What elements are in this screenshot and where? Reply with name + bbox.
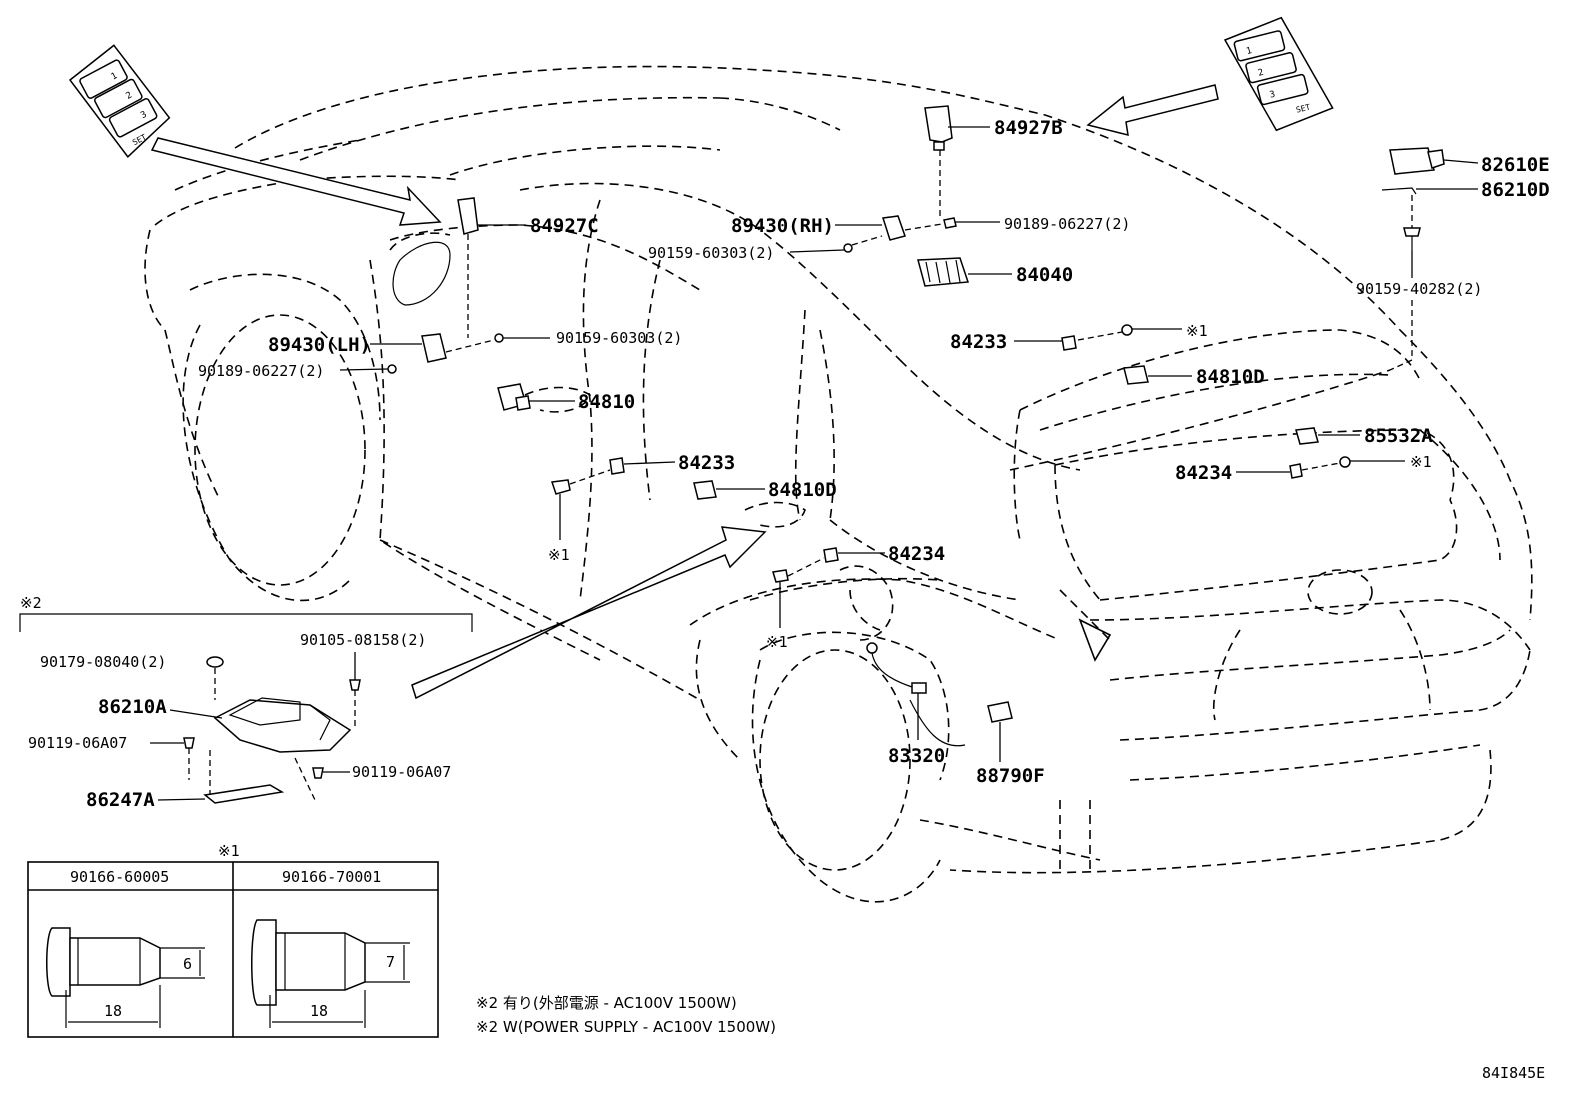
vehicle-outline: [144, 65, 1533, 903]
note-japanese: ※2 有り(外部電源 - AC100V 1500W): [476, 994, 737, 1012]
arrow-to-84810D: [411, 526, 767, 700]
memory-button-3-label: 3: [139, 110, 148, 121]
label-86210D: 86210D: [1481, 179, 1550, 201]
label-90189-lh: 90189-06227(2): [198, 362, 324, 380]
arrow-to-84927C: [150, 137, 442, 226]
label-85532A: 85532A: [1364, 425, 1433, 447]
clip2-height-dim: 7: [386, 953, 395, 971]
clip1-height-dim: 6: [183, 955, 192, 973]
label-90119-a: 90119-06A07: [28, 734, 127, 752]
label-86210A: 86210A: [98, 696, 167, 718]
label-90159-lh: 90159-60303(2): [556, 329, 682, 347]
memory-button-2-label: 2: [1257, 68, 1265, 79]
memory-button-2: [1245, 52, 1297, 84]
table-col2-header: 90166-70001: [282, 868, 381, 886]
note-english: ※2 W(POWER SUPPLY - AC100V 1500W): [476, 1018, 776, 1036]
part-labels: 84927B 84927C 89430(RH) 90189-06227(2) 9…: [198, 117, 1550, 787]
label-84810D-top: 84810D: [1196, 366, 1265, 388]
label-89430LH: 89430(LH): [268, 334, 371, 356]
label-90159-40282: 90159-40282(2): [1356, 280, 1482, 298]
inset2-marker: ※2: [20, 594, 42, 612]
label-mark1-b: ※1: [1410, 453, 1432, 471]
label-90119-b: 90119-06A07: [352, 763, 451, 781]
clip-drawing-1: 6 18: [46, 927, 205, 1028]
label-84233-mid: 84233: [678, 452, 735, 474]
inset-power-supply: ※2 90105-08158(2) 90179-08040(2) 86210A …: [19, 594, 473, 811]
memory-button-1: [1233, 30, 1286, 62]
label-84927C: 84927C: [530, 215, 599, 237]
label-90189-rh: 90189-06227(2): [1004, 215, 1130, 233]
table-marker: ※1: [218, 842, 240, 860]
diagram-id: 84I845E: [1482, 1064, 1545, 1082]
clip-table: ※1 90166-60005 90166-70001 6 18: [27, 842, 439, 1038]
label-86247A: 86247A: [86, 789, 155, 811]
label-84927B: 84927B: [994, 117, 1063, 139]
label-mark1-a: ※1: [1186, 322, 1208, 340]
label-88790F: 88790F: [976, 765, 1045, 787]
label-84233-top: 84233: [950, 331, 1007, 353]
label-mark1-c: ※1: [548, 546, 570, 564]
memory-button-3-label: 3: [1269, 90, 1277, 101]
label-84234-mid: 84234: [888, 543, 945, 565]
label-84040: 84040: [1016, 264, 1073, 286]
leader-lines: [339, 126, 1479, 762]
footnotes: ※2 有り(外部電源 - AC100V 1500W) ※2 W(POWER SU…: [476, 994, 1545, 1082]
memory-switch-left: 1 2 3 SET: [68, 44, 171, 158]
label-84810D-mid: 84810D: [768, 479, 837, 501]
label-82610E: 82610E: [1481, 154, 1550, 176]
arrow-to-84927B: [1086, 84, 1219, 137]
memory-button-1: [79, 59, 128, 99]
label-90179: 90179-08040(2): [40, 653, 166, 671]
clip2-width-dim: 18: [310, 1002, 328, 1020]
memory-button-3: [108, 98, 158, 138]
label-90159-rh: 90159-60303(2): [648, 244, 774, 262]
memory-set-label: SET: [1295, 102, 1311, 114]
part-sketches: [387, 105, 1445, 747]
clip1-width-dim: 18: [104, 1002, 122, 1020]
memory-button-2-label: 2: [124, 90, 133, 101]
memory-button-2: [94, 78, 143, 119]
label-83320: 83320: [888, 745, 945, 767]
table-col1-header: 90166-60005: [70, 868, 169, 886]
label-89430RH: 89430(RH): [731, 215, 834, 237]
callout-arrows: [150, 84, 1219, 700]
memory-button-3: [1256, 73, 1309, 106]
label-84234-right: 84234: [1175, 462, 1232, 484]
label-90105: 90105-08158(2): [300, 631, 426, 649]
label-mark1-d: ※1: [766, 633, 788, 651]
clip-drawing-2: 7 18: [251, 919, 410, 1028]
memory-switch-right: 1 2 3 SET: [1223, 16, 1334, 132]
memory-button-1-label: 1: [110, 71, 119, 82]
label-84810: 84810: [578, 391, 635, 413]
memory-button-1-label: 1: [1245, 46, 1253, 57]
